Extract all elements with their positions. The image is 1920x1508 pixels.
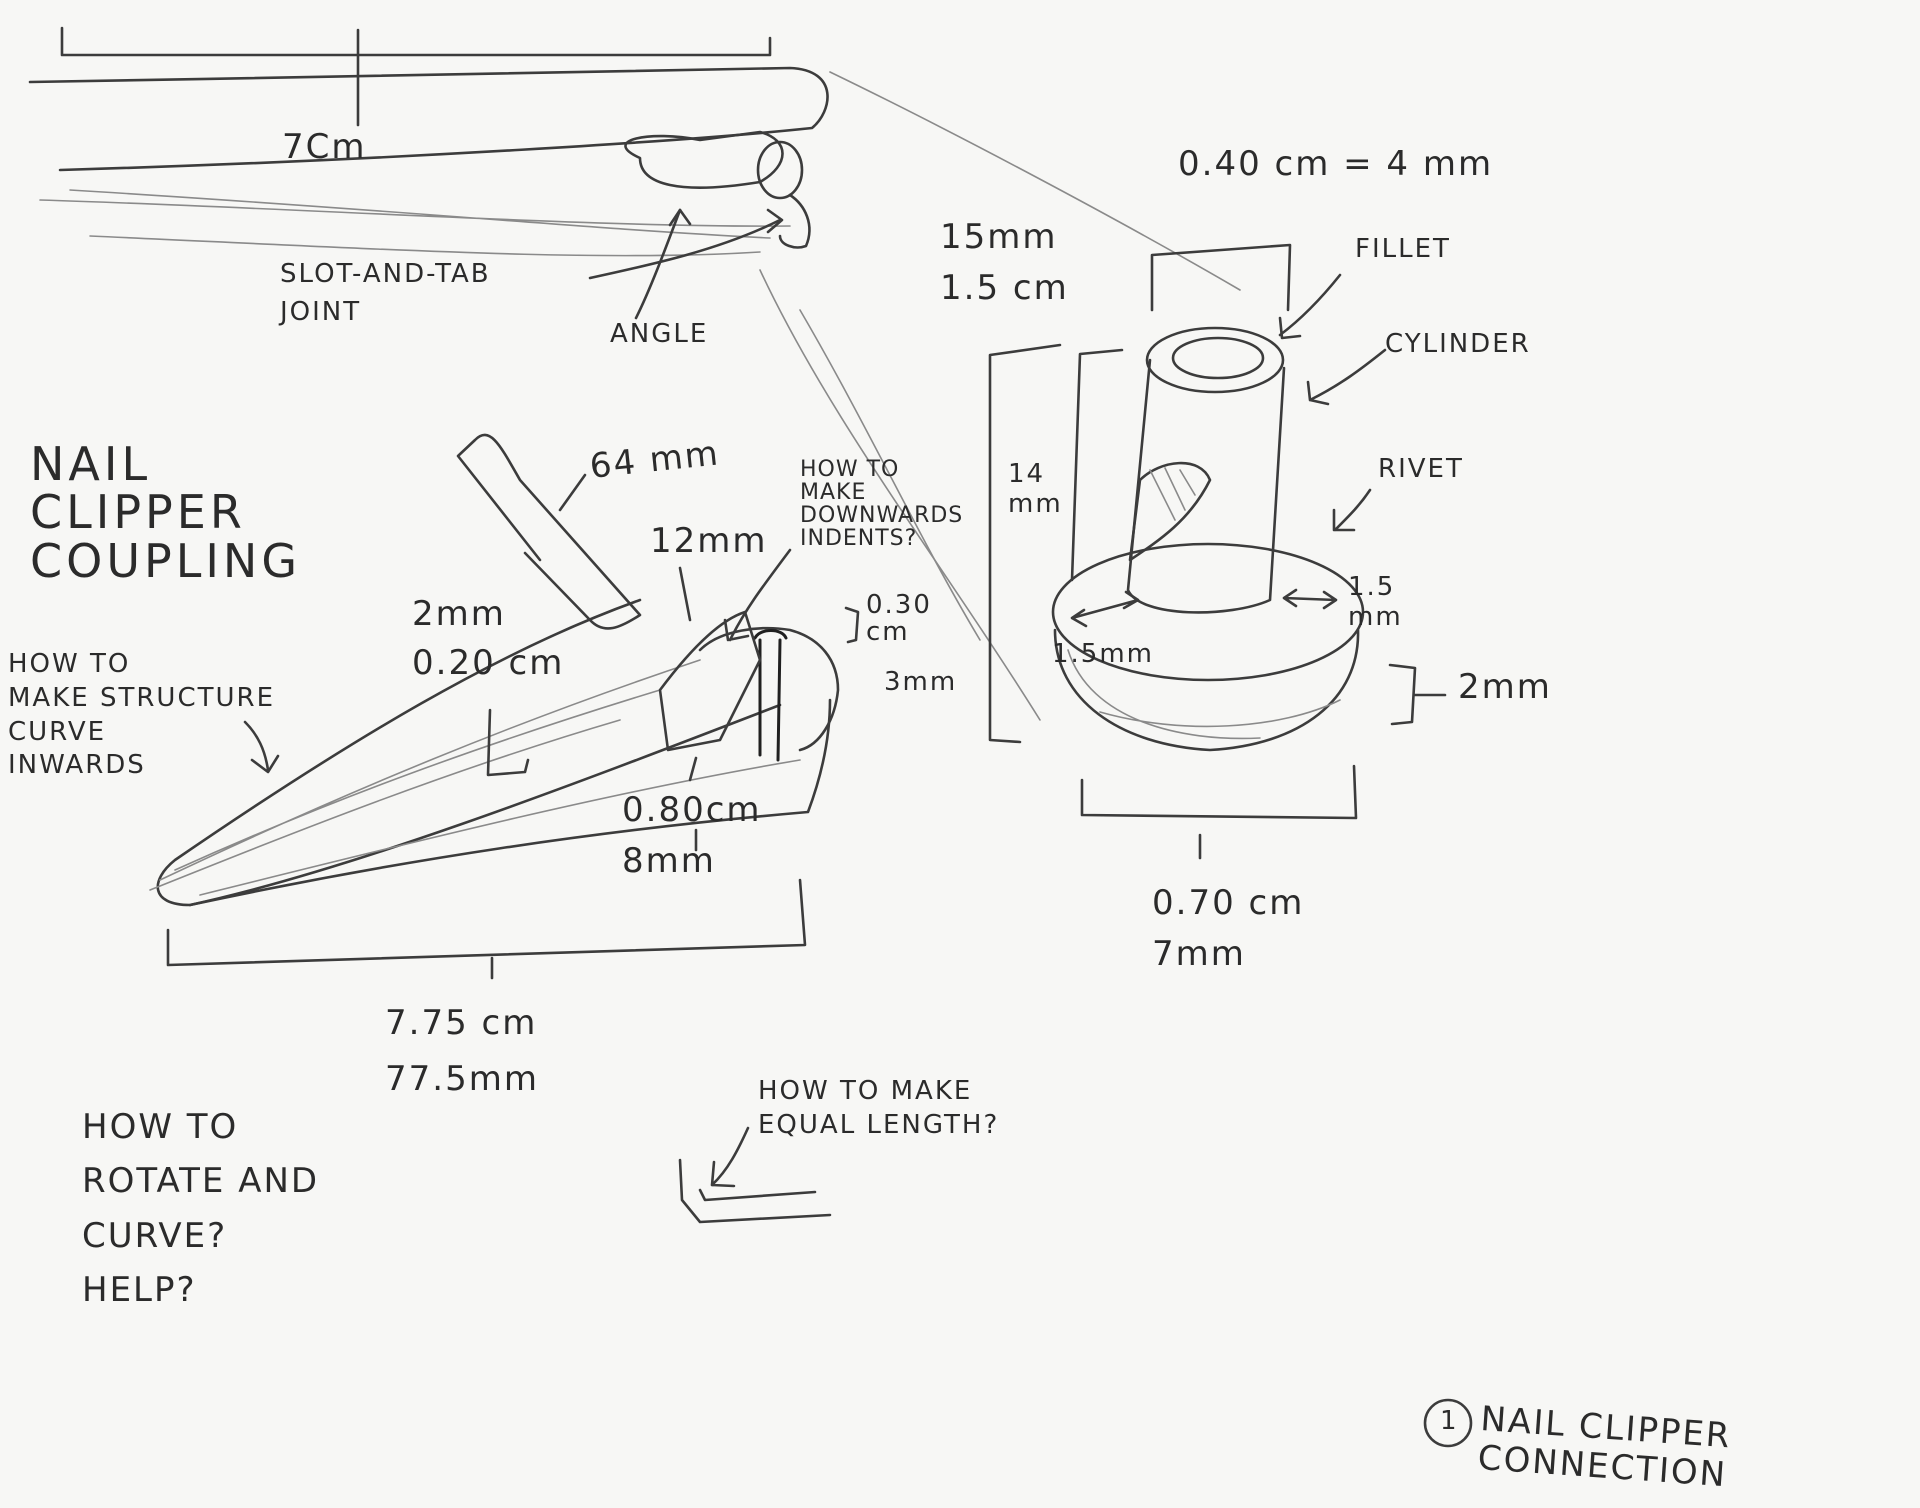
slot-tab-bottom xyxy=(778,193,811,249)
equal-length-question: HOW TO MAKE EQUAL LENGTH? xyxy=(758,1076,1000,1140)
caption-number-circle xyxy=(1423,1398,1473,1448)
total-length-label: 7.75 cm 77.5mm xyxy=(385,1003,539,1100)
width-15-label: 15mm 1.5 cm xyxy=(940,217,1069,308)
construction-line-1 xyxy=(829,71,1241,291)
cylinder-cutout-hatch xyxy=(1149,467,1196,521)
equal-length-shape xyxy=(678,1158,832,1224)
rotate-question: HOW TO ROTATE AND CURVE? HELP? xyxy=(82,1107,320,1311)
downwards-question: HOW TO MAKE DOWNWARDS INDENTS? xyxy=(800,457,964,552)
lever-outline xyxy=(456,433,642,630)
construction-line-3 xyxy=(799,309,981,641)
caption-number: 1 xyxy=(1440,1406,1459,1436)
angle-pointer-head xyxy=(668,208,692,227)
rivet-width-bracket xyxy=(1150,243,1292,312)
rivet-base-top xyxy=(1051,542,1365,682)
gap-left-label: 1.5mm xyxy=(1052,639,1155,669)
curve-question: HOW TO MAKE STRUCTURE CURVE INWARDS xyxy=(8,649,276,781)
cylinder-top-fillet xyxy=(1171,336,1265,380)
depth-bracket xyxy=(844,606,860,644)
indent-pointer xyxy=(723,548,792,642)
cylinder-pointer xyxy=(1306,348,1387,406)
clipper-body-lower xyxy=(188,698,832,907)
total-length-bracket xyxy=(166,878,807,980)
base-width-label: 0.70 cm 7mm xyxy=(1152,883,1305,974)
indent-width-tick xyxy=(678,566,692,622)
depth-3mm-label: 3mm xyxy=(884,667,958,697)
radius-label: 0.40 cm = 4 mm xyxy=(1178,144,1494,184)
fillet-pointer xyxy=(1278,273,1342,340)
gap-right-label: 1.5 mm xyxy=(1348,572,1403,632)
top-length-label: 7Cm xyxy=(282,127,367,167)
construction-line-2 xyxy=(759,269,1041,721)
slot-tab-label: SLOT-AND-TAB JOINT xyxy=(280,259,491,327)
jaw-width-label: 0.80cm 8mm xyxy=(622,790,762,881)
slot-tab-body xyxy=(624,130,784,189)
clipper-body-upper xyxy=(156,598,782,907)
clipper-pin xyxy=(753,629,788,762)
rivet-base-rim xyxy=(1053,628,1360,752)
curve-pointer xyxy=(243,720,280,774)
angle-label: ANGLE xyxy=(610,319,709,349)
rivet-pointer xyxy=(1332,488,1372,532)
base-height-bracket xyxy=(1388,663,1447,726)
indent-box xyxy=(658,610,762,752)
fillet-label: FILLET xyxy=(1355,234,1451,264)
angle-pointer xyxy=(634,208,682,320)
cylinder-label: CYLINDER xyxy=(1385,329,1531,359)
sketch-title: NAIL CLIPPER COUPLING xyxy=(30,437,301,588)
rivet-base-shading xyxy=(1067,649,1341,740)
slot-tab-pointer xyxy=(588,218,782,280)
equal-length-pointer xyxy=(710,1126,750,1188)
indent-width-label: 12mm xyxy=(650,521,768,561)
jaw-width-tick xyxy=(688,756,698,782)
cylinder-cutout xyxy=(1128,461,1212,562)
thickness-bracket xyxy=(486,708,530,777)
slot-tab-pin xyxy=(756,140,804,200)
top-lever-shading xyxy=(39,189,791,257)
top-lever-outline xyxy=(28,66,829,172)
rivet-label: RIVET xyxy=(1378,454,1464,484)
cylinder-top xyxy=(1145,326,1285,394)
gap-arrow-left xyxy=(1070,590,1140,628)
lever-length-tick xyxy=(558,473,587,512)
gap-arrow-right xyxy=(1282,588,1338,610)
depth-030-label: 0.30 cm xyxy=(866,590,932,648)
base-width-bracket xyxy=(1080,764,1358,860)
thickness-label: 2mm 0.20 cm xyxy=(412,594,565,684)
slot-tab-pointer-head xyxy=(766,208,784,234)
rivet-height-bracket xyxy=(988,343,1062,744)
height-14-label: 14 mm xyxy=(1008,459,1063,519)
base-height-label: 2mm xyxy=(1458,667,1552,707)
top-dimension-bracket xyxy=(60,26,772,57)
clipper-head xyxy=(698,626,840,752)
clipper-body-shading xyxy=(149,659,801,896)
cylinder-left-bracket xyxy=(1070,348,1124,582)
